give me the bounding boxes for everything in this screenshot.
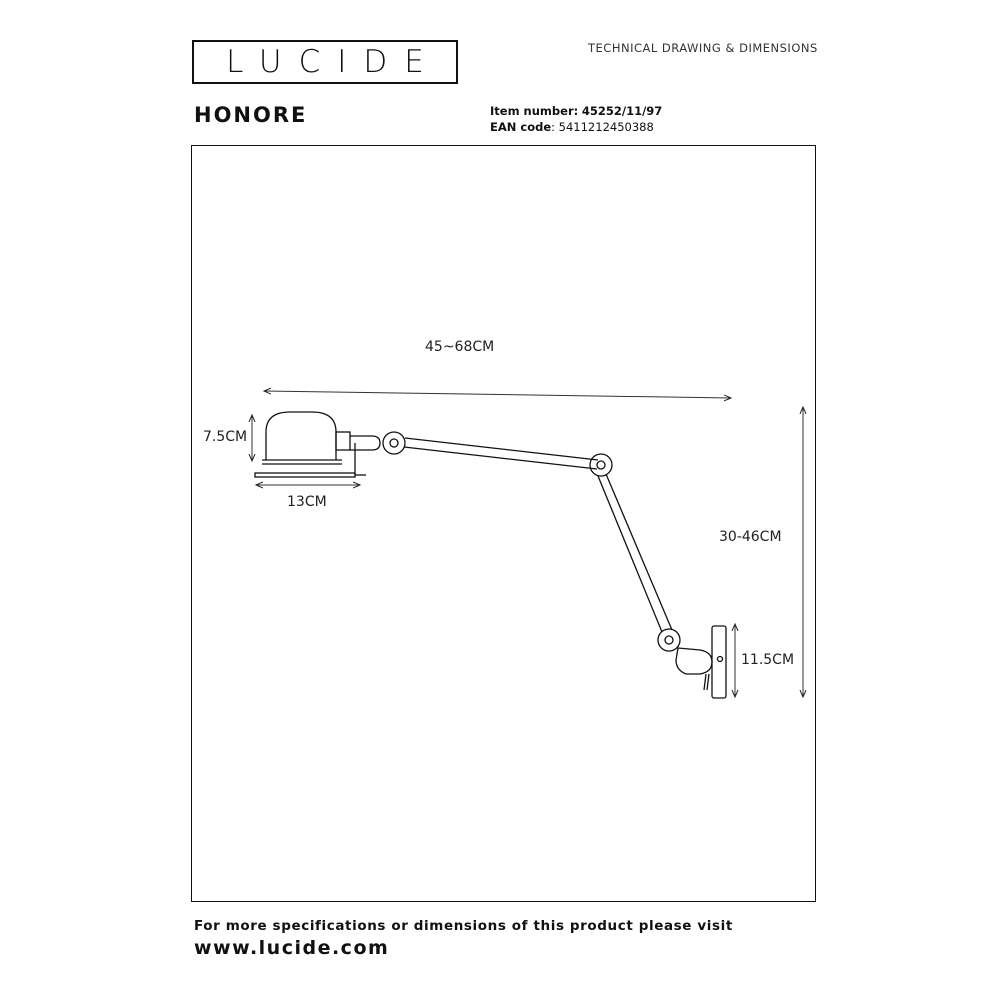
brand-logo-text: LUCIDE	[226, 44, 441, 80]
brand-logo: LUCIDE	[192, 40, 458, 84]
ean-row: EAN code: 5411212450388	[490, 119, 662, 135]
ean-value: : 5411212450388	[551, 120, 654, 134]
document-type: TECHNICAL DRAWING & DIMENSIONS	[588, 41, 818, 55]
product-name: HONORE	[194, 103, 308, 127]
lamp-wall-base	[675, 625, 727, 699]
ean-label: EAN code	[490, 120, 552, 134]
item-number-label: Item number:	[490, 104, 579, 118]
dimension-label-arm-reach: 45~68CM	[425, 339, 495, 355]
item-number-value: 45252/11/97	[581, 104, 663, 118]
lamp-upper-arm	[382, 431, 613, 477]
footer-text: For more specifications or dimensions of…	[194, 918, 733, 934]
lamp-lower-arm	[597, 473, 681, 652]
dimension-label-base-height: 11.5CM	[741, 652, 795, 668]
dimension-label-total-height: 30-46CM	[719, 529, 782, 545]
dimension-label-shade-width: 13CM	[287, 494, 327, 510]
drawing-frame	[191, 145, 816, 902]
website-link[interactable]: www.lucide.com	[194, 937, 390, 959]
dimension-line-arm-reach	[264, 391, 731, 398]
item-info: Item number: 45252/11/97 EAN code: 54112…	[490, 103, 662, 135]
lamp-shade	[254, 411, 381, 478]
item-number-row: Item number: 45252/11/97	[490, 103, 662, 119]
dimension-label-shade-height: 7.5CM	[203, 429, 248, 445]
